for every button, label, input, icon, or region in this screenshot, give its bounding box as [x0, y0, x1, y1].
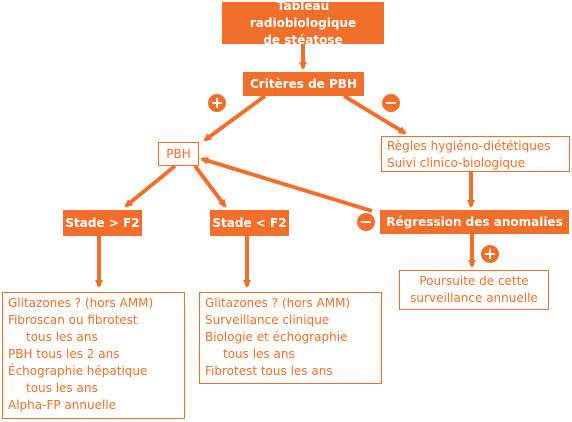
arrow-criteria-to-rules	[342, 94, 407, 135]
stage-gt-box: Stade > F2	[63, 210, 142, 236]
list-gt-item-5: Alpha-FP annuelle	[8, 398, 117, 412]
stage-gt-list-box: Glitazones ? (hors AMM) Fibroscan ou fib…	[2, 292, 185, 419]
stage-lt-label: Stade < F2	[212, 215, 287, 230]
regression-label: Régression des anomalies	[386, 214, 563, 229]
title-box: Tableau radiobiologique de stéatose	[222, 0, 384, 47]
stage-lt-list-box: Glitazones ? (hors AMM) Surveillance cli…	[199, 292, 382, 384]
list-lt-item-3: Biologie et échographie	[205, 330, 348, 344]
rules-box: Règles hygiéno-diététiques Suivi clinico…	[381, 136, 570, 172]
criteria-label: Critères de PBH	[250, 76, 357, 91]
title-line-2: de stéatose	[263, 32, 343, 47]
list-lt-item-1: Glitazones ? (hors AMM)	[205, 296, 351, 310]
pbh-box: PBH	[158, 142, 199, 166]
regression-box: Régression des anomalies	[380, 210, 569, 234]
stage-gt-label: Stade > F2	[65, 215, 140, 230]
plus-sign-icon: +	[208, 94, 226, 112]
arrow-pbh-to-stage-gt	[124, 164, 177, 208]
minus-sign-icon: −	[382, 94, 400, 112]
list-gt-item-2-cont: tous les ans	[26, 330, 98, 344]
list-lt-item-4: Fibrotest tous les ans	[205, 364, 333, 378]
arrow-pbh-to-stage-lt	[193, 164, 227, 208]
list-gt-item-1: Glitazones ? (hors AMM)	[8, 296, 154, 310]
pbh-label: PBH	[166, 146, 191, 161]
rules-line-1: Règles hygiéno-diététiques	[387, 139, 551, 153]
followup-box: Poursuite de cette surveillance annuelle	[399, 270, 549, 310]
followup-line-2: surveillance annuelle	[410, 291, 538, 305]
title-line-1: Tableau radiobiologique	[249, 0, 357, 30]
list-gt-item-4: Échographie hépatique	[8, 364, 148, 378]
rules-line-2: Suivi clinico-biologique	[387, 156, 526, 170]
list-gt-item-4-cont: tous les ans	[26, 381, 98, 395]
list-lt-item-2: Surveillance clinique	[205, 313, 330, 327]
list-gt-item-2: Fibroscan ou fibrotest	[8, 313, 138, 327]
list-lt-item-3-cont: tous les ans	[223, 347, 295, 361]
stage-lt-box: Stade < F2	[210, 210, 289, 236]
criteria-box: Critères de PBH	[243, 72, 364, 96]
arrow-regression-to-pbh	[200, 156, 373, 213]
list-gt-item-3: PBH tous les 2 ans	[8, 347, 120, 361]
followup-line-1: Poursuite de cette	[419, 274, 529, 288]
arrow-criteria-to-pbh	[203, 94, 267, 142]
plus-sign-icon: +	[481, 245, 499, 263]
minus-sign-icon: −	[357, 213, 375, 231]
